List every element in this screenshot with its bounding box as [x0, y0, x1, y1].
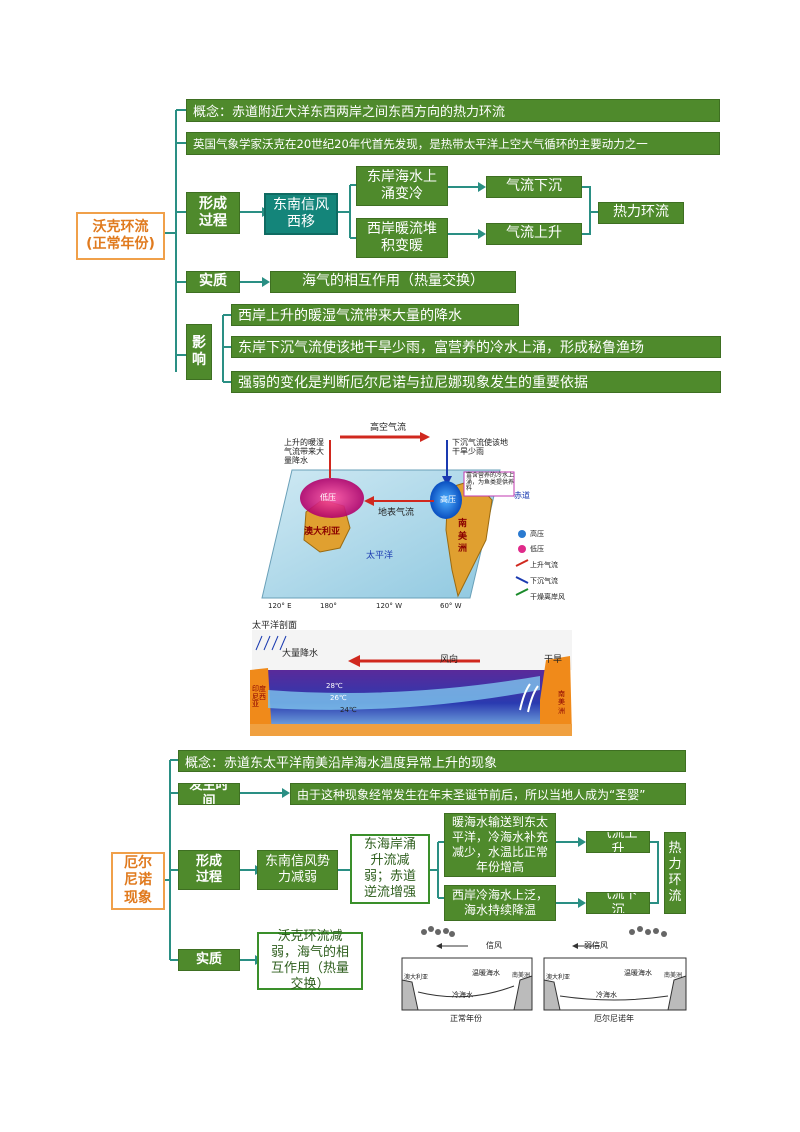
normal-caption: 正常年份: [450, 1014, 482, 1023]
elnino-title: 厄尔 尼诺 现象: [111, 852, 165, 910]
elnino-title-line2: 尼诺: [124, 872, 152, 889]
map-tick-2: 180°: [320, 602, 337, 610]
map-south-america: 南美洲: [458, 519, 468, 555]
map-upper-flow: 高空气流: [370, 423, 407, 433]
section-rain: 大量降水: [282, 649, 319, 659]
high-pressure-cell: [430, 481, 462, 519]
map-nutrient-note: 富含营养的冷水上涌，为鱼类提供养料: [466, 472, 515, 493]
walker-concept: 概念：赤道附近大洋东西两岸之间东西方向的热力环流: [186, 99, 720, 122]
map-tick-1: 120° E: [268, 602, 292, 610]
walker-impact-1: 西岸上升的暖湿气流带来大量的降水: [231, 304, 519, 326]
low-pressure-cell: [300, 478, 364, 518]
elnino-caption: 厄尔尼诺年: [594, 1014, 634, 1023]
nutrient-note-box: [463, 471, 515, 497]
walker-discovery-text: 英国气象学家沃克在20世纪20年代首先发现，是热带太平洋上空大气循环的主要动力之…: [193, 136, 648, 151]
section-temp-2: 26℃: [330, 694, 347, 702]
elnino-west-cool: 西岸冷海水上泛，海水持续降温: [444, 885, 556, 921]
elnino-title-line1: 厄尔: [124, 854, 152, 871]
walker-formation-label: 形成过程: [186, 192, 240, 234]
elnino-right-label: 南美洲: [664, 972, 683, 979]
normal-warm-label: 温暖海水: [472, 969, 500, 977]
elnino-sink: 气流下沉: [586, 892, 650, 914]
elnino-rise: 气流上升: [586, 831, 650, 853]
walker-impact-3: 强弱的变化是判断厄尔尼诺与拉尼娜现象发生的重要依据: [231, 371, 721, 393]
elnino-essence-label: 实质: [178, 949, 240, 971]
map-west-note: 上升的暖湿气流带来大量降水: [284, 438, 324, 466]
elnino-essence: 沃克环流减弱，海气的相互作用（热量交换）: [257, 929, 363, 992]
walker-impact-label: 影响: [186, 324, 212, 380]
section-temp-1: 28℃: [326, 682, 343, 690]
walker-concept-text: 概念：赤道附近大洋东西两岸之间东西方向的热力环流: [193, 105, 506, 120]
elnino-wind-label: 弱信风: [584, 941, 608, 950]
legend-low: 低压: [530, 545, 544, 553]
walker-essence-label: 实质: [186, 271, 240, 293]
walker-title: 沃克环流 (正常年份): [76, 212, 165, 260]
legend-sinking: 下沉气流: [530, 577, 558, 585]
elnino-year-diagram: [543, 926, 687, 1011]
elnino-cold-label: 冷海水: [596, 991, 617, 999]
walker-essence: 海气的相互作用（热量交换）: [270, 271, 516, 293]
elnino-warm-label: 温暖海水: [624, 969, 652, 977]
legend-offshore-wind: 干燥离岸风: [530, 593, 565, 601]
walker-trade-wind: 东南信风西移: [264, 193, 338, 235]
section-temp-3: 24℃: [340, 706, 357, 714]
elnino-trade-wind: 东南信风势力减弱: [257, 850, 338, 890]
elnino-warm-east: 暖海水输送到东太平洋，冷海水补充减少，水温比正常年份增高: [444, 813, 556, 877]
map-equator: 赤道: [514, 491, 530, 500]
normal-year-diagram: [401, 926, 533, 1011]
walker-east-coast: 东岸海水上涌变冷: [356, 166, 448, 206]
map-tick-4: 60° W: [440, 602, 462, 610]
map-australia: 澳大利亚: [304, 527, 341, 537]
walker-thermal: 热力环流: [598, 202, 684, 224]
normal-right-label: 南美洲: [512, 972, 531, 979]
section-atmosphere: [252, 630, 572, 670]
normal-left-label: 澳大利亚: [404, 974, 429, 981]
legend-rising: 上升气流: [530, 561, 558, 569]
map-tick-3: 120° W: [376, 602, 403, 610]
walker-title-line1: 沃克环流: [92, 218, 149, 235]
elnino-concept: 概念：赤道东太平洋南美沿岸海水温度异常上升的现象: [178, 750, 686, 772]
section-title: 太平洋剖面: [252, 621, 298, 631]
section-wind: 风向: [440, 655, 459, 665]
normal-wind-label: 信风: [486, 941, 502, 950]
section-peru: 南美洲: [558, 690, 565, 715]
map-east-note: 下沉气流使该地干旱少雨: [452, 438, 508, 457]
walker-sink: 气流下沉: [486, 176, 582, 198]
section-dry: 干旱: [544, 655, 563, 665]
map-ocean: 太平洋: [366, 551, 394, 561]
elnino-time: 由于这种现象经常发生在年末圣诞节前后，所以当地人成为“圣婴”: [290, 783, 686, 805]
section-bottom: [250, 724, 572, 736]
legend-high: 高压: [530, 530, 544, 538]
map-low-label: 低压: [320, 493, 336, 502]
map-high-label: 高压: [440, 495, 456, 504]
walker-impact-2: 东岸下沉气流使该地干旱少雨，富营养的冷水上涌，形成秘鲁渔场: [231, 336, 721, 358]
elnino-thermal: 热力环流: [664, 832, 686, 914]
walker-discovery: 英国气象学家沃克在20世纪20年代首先发现，是热带太平洋上空大气循环的主要动力之…: [186, 132, 720, 155]
walker-rise: 气流上升: [486, 223, 582, 245]
elnino-formation-label: 形成过程: [178, 850, 240, 890]
section-indonesia: 印度尼西亚: [252, 685, 266, 709]
map-surface-flow: 地表气流: [378, 508, 415, 518]
walker-title-line2: (正常年份): [86, 236, 155, 252]
elnino-left-label: 澳大利亚: [546, 974, 571, 981]
walker-west-coast: 西岸暖流堆积变暖: [356, 218, 448, 258]
section-west-land: [250, 668, 272, 736]
elnino-title-line3: 现象: [124, 889, 152, 906]
elnino-time-label: 发生时间: [178, 783, 240, 805]
elnino-upwelling: 东海岸涌升流减弱；赤道逆流增强: [350, 834, 430, 904]
section-east-land: [540, 656, 572, 736]
normal-cold-label: 冷海水: [452, 991, 473, 999]
